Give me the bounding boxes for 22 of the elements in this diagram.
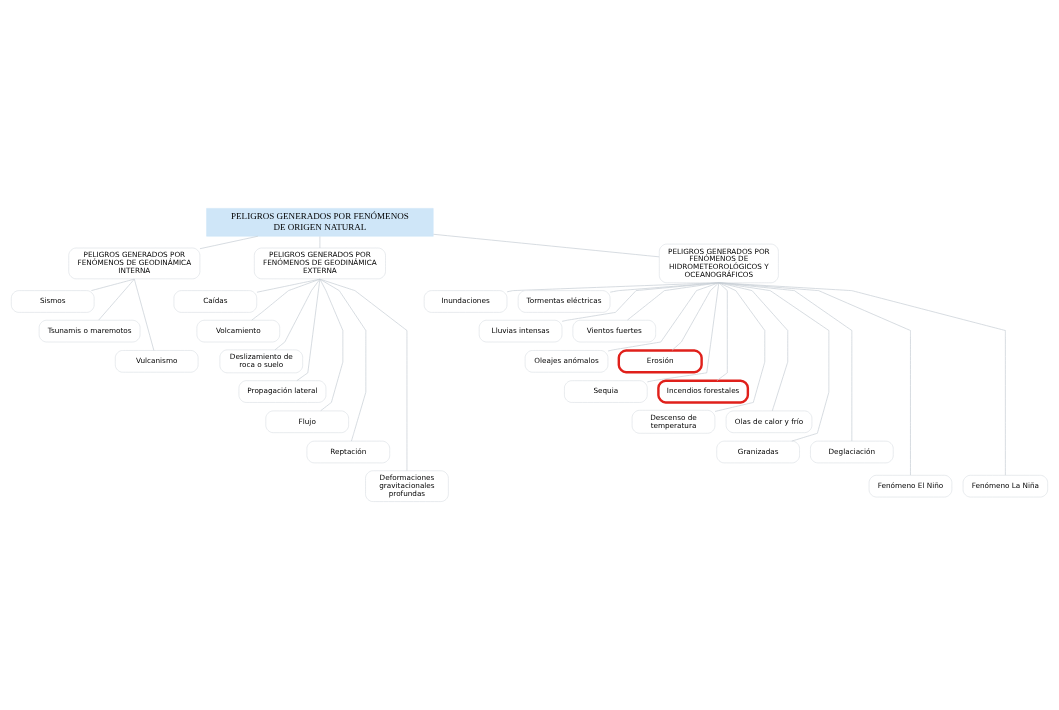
connector [671, 282, 720, 351]
connector [91, 278, 135, 291]
connector [319, 278, 367, 442]
connector [251, 278, 321, 321]
connector [433, 233, 660, 258]
connector [274, 278, 321, 351]
connector [718, 282, 911, 476]
connector [647, 282, 720, 383]
connector [319, 278, 344, 412]
connector [319, 278, 408, 472]
connector [718, 282, 1006, 476]
connector [607, 282, 720, 352]
connector [716, 282, 728, 381]
connector [718, 282, 830, 442]
connector [714, 282, 766, 412]
connector [296, 278, 321, 381]
connector [98, 278, 135, 321]
connector [718, 282, 853, 442]
node-box: PELIGROS GENERADOS POR FENÓMENOS DE ORIGEN NATURAL [206, 208, 434, 237]
connector [133, 278, 155, 351]
connector [199, 235, 259, 250]
connector [718, 282, 789, 412]
